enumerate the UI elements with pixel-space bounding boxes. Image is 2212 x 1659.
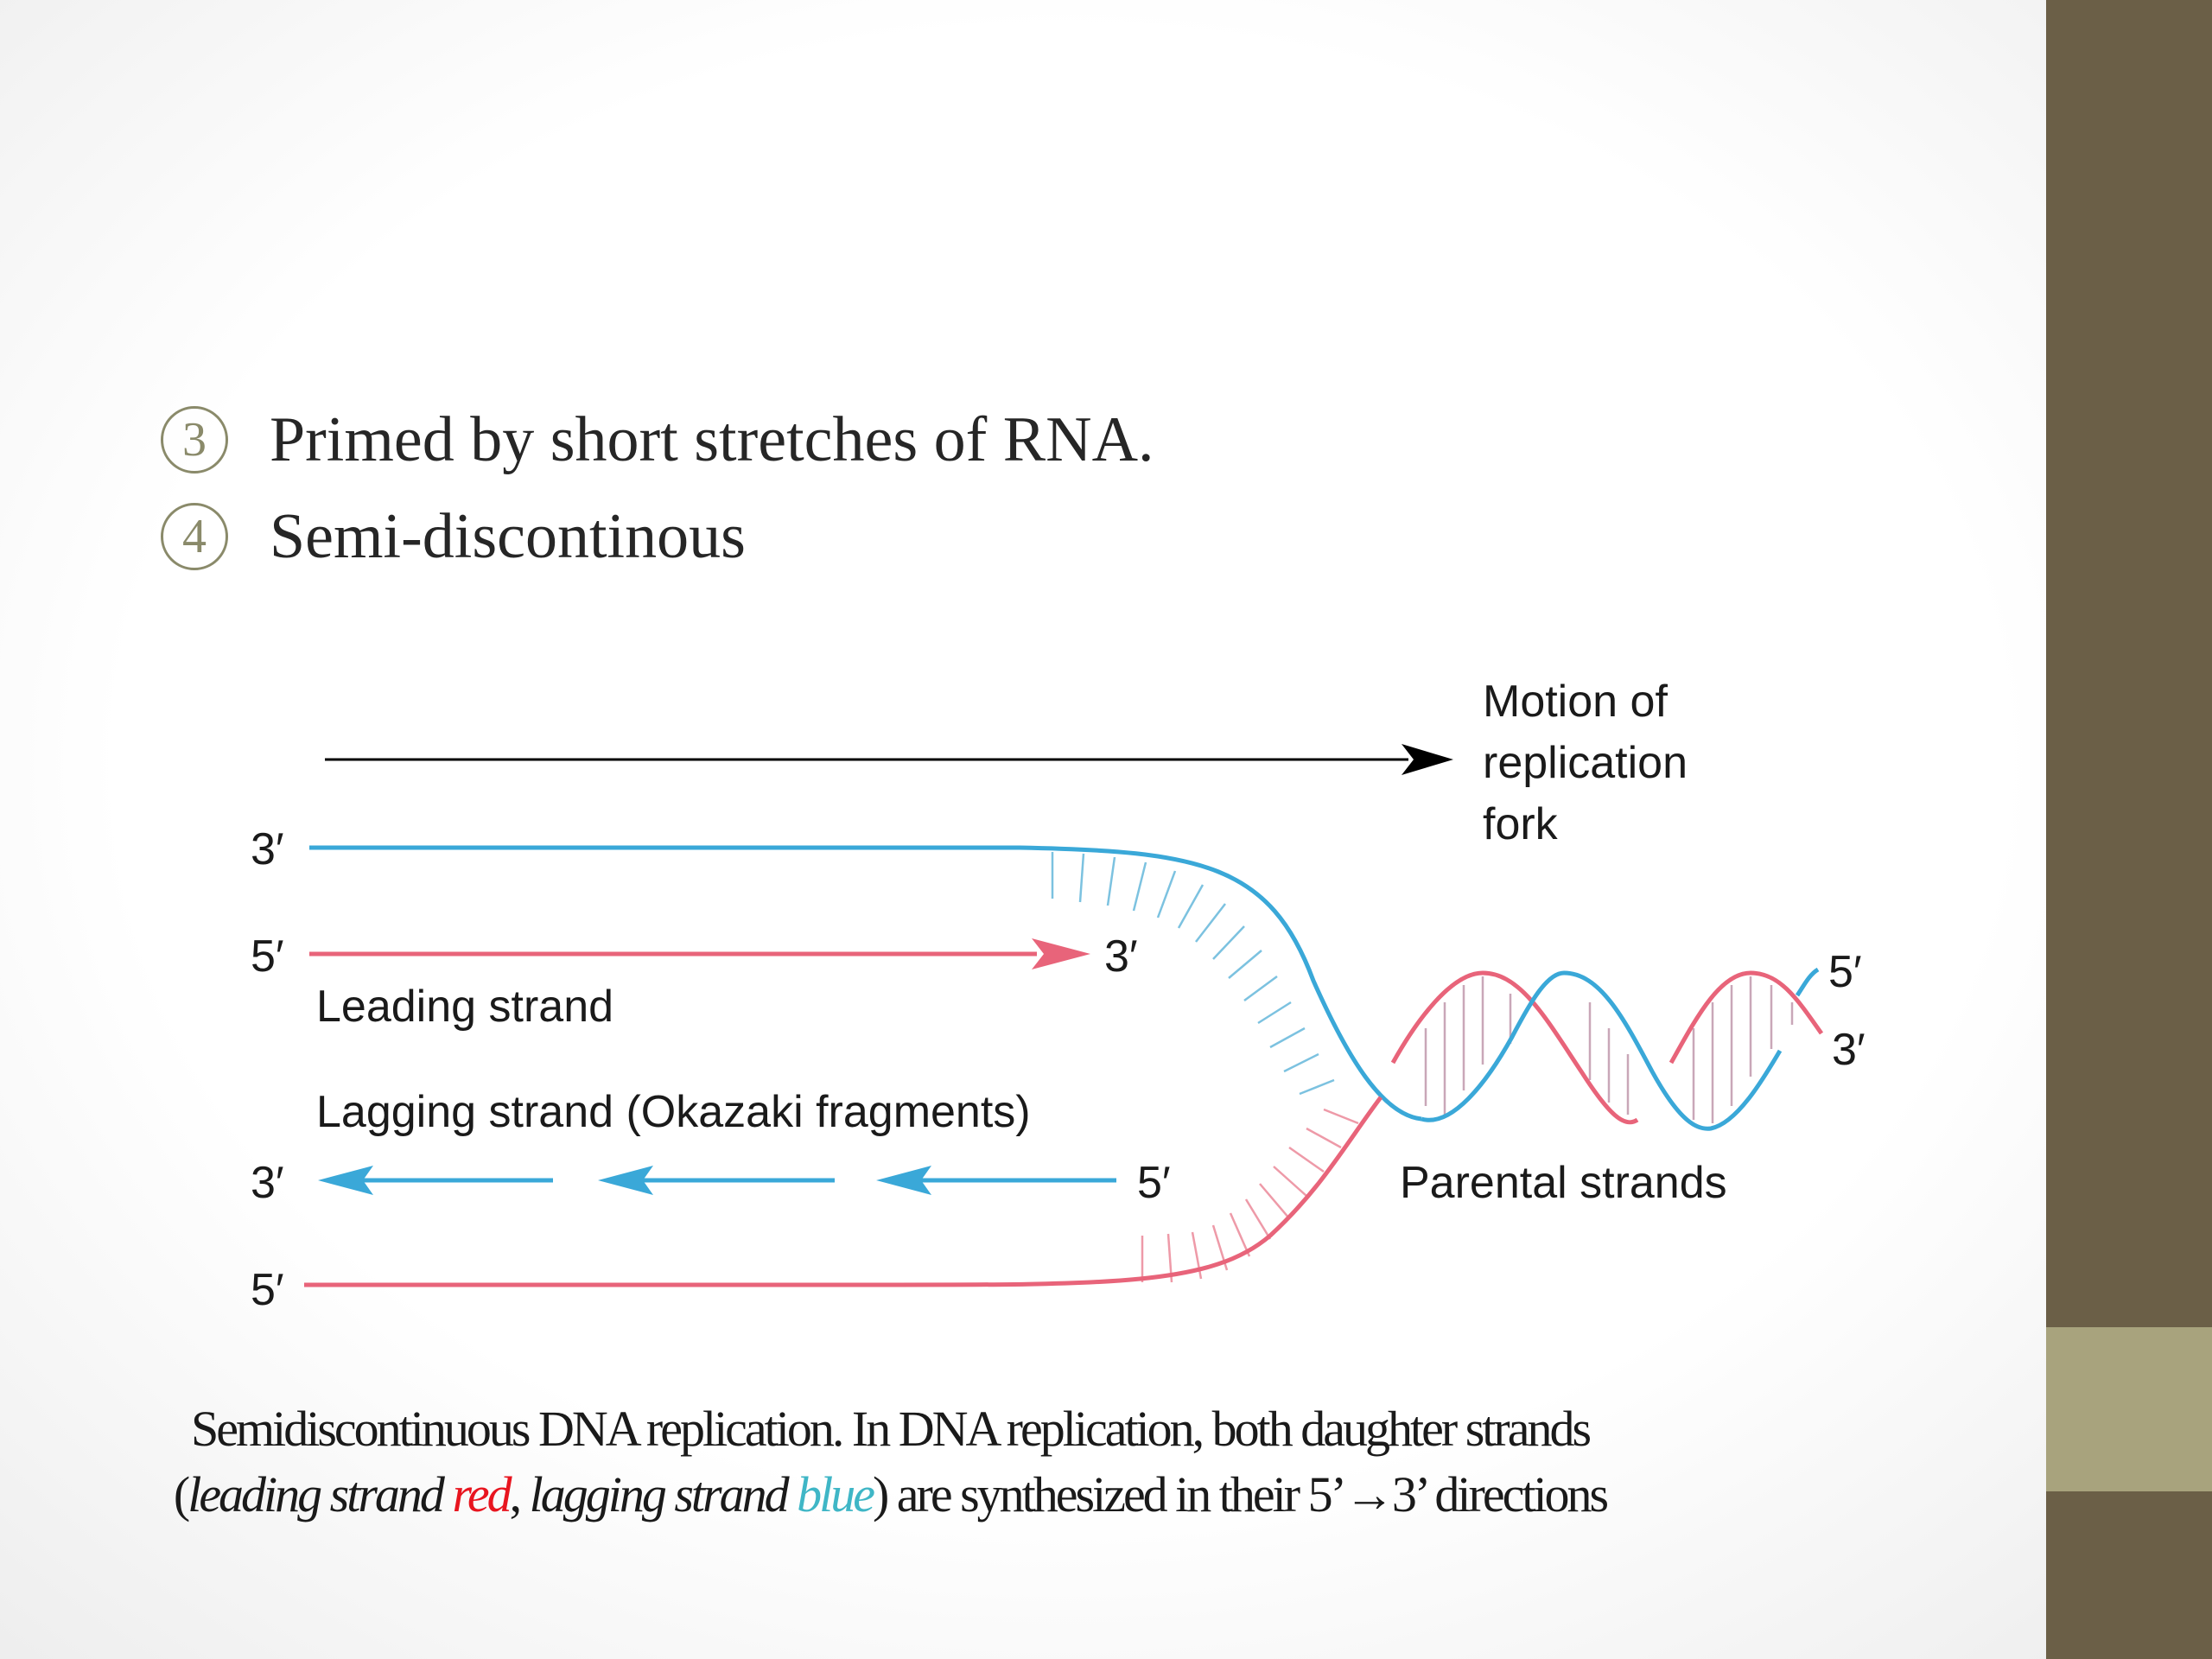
okazaki-arrowhead bbox=[318, 1166, 373, 1195]
parental-5prime-label: 5′ bbox=[1828, 947, 1862, 997]
base-pair-rung bbox=[1106, 856, 1116, 906]
lagging-template-strand bbox=[304, 1096, 1382, 1287]
lagging-3prime-label: 3′ bbox=[251, 1158, 284, 1208]
bullet-number: 3 bbox=[161, 406, 228, 474]
motion-arrow-head bbox=[1402, 744, 1453, 775]
base-pair-rung bbox=[1229, 1212, 1251, 1257]
parental-strands-label: Parental strands bbox=[1400, 1158, 1727, 1208]
motion-label-line2: replication bbox=[1483, 738, 1688, 788]
leading-template-3prime-label: 3′ bbox=[251, 824, 284, 874]
base-pair-rung bbox=[1259, 1183, 1290, 1219]
base-pair-rung bbox=[1195, 903, 1226, 943]
caption-paren: ( bbox=[173, 1466, 190, 1522]
lagging-template-5prime-label: 5′ bbox=[251, 1265, 284, 1315]
leading-5prime-label: 5′ bbox=[251, 931, 284, 982]
parental-blue-strand bbox=[1421, 970, 1783, 1131]
parental-blue-end bbox=[1795, 967, 1820, 997]
parental-base-pairs bbox=[1424, 976, 1794, 1123]
motion-label-line1: Motion of bbox=[1483, 677, 1668, 727]
motion-label-line3: fork bbox=[1483, 799, 1559, 849]
caption-red-word: red bbox=[452, 1466, 512, 1522]
base-pair-rung bbox=[1177, 884, 1205, 929]
base-pair-rung bbox=[1257, 1001, 1292, 1025]
fork-top-base-pairs bbox=[1051, 852, 1335, 1096]
caption-lagging-italic: lagging strand bbox=[529, 1466, 790, 1522]
leading-base-pairs bbox=[337, 850, 997, 950]
base-pair-rung bbox=[1156, 870, 1177, 918]
base-pair-rung bbox=[1269, 1027, 1306, 1049]
bullet-text: Primed by short stretches of RNA. bbox=[270, 404, 1154, 475]
figure-caption-line2: (leading strand red, lagging strand blue… bbox=[173, 1465, 1609, 1523]
parental-red-strand bbox=[1669, 970, 1824, 1065]
base-pair-rung bbox=[1243, 975, 1278, 1002]
figure-caption-line1: Semidiscontinuous DNA replication. In DN… bbox=[190, 1401, 1592, 1457]
base-pair-rung bbox=[1273, 1166, 1307, 1197]
caption-leading-italic: leading strand bbox=[188, 1466, 445, 1522]
base-pair-rung bbox=[1323, 1108, 1359, 1125]
okazaki-arrowhead bbox=[876, 1166, 931, 1195]
bullet-text: Semi-discontinous bbox=[270, 501, 746, 572]
base-pair-rung bbox=[1244, 1198, 1272, 1240]
parental-red-strand bbox=[1390, 970, 1639, 1125]
base-pair-rung bbox=[1288, 1146, 1325, 1173]
base-pair-rung bbox=[1132, 861, 1147, 912]
leading-strand-label: Leading strand bbox=[316, 982, 613, 1032]
base-pair-rung bbox=[1283, 1052, 1319, 1073]
caption-blue-word: blue bbox=[797, 1466, 875, 1522]
leading-template-strand bbox=[309, 845, 1422, 1122]
bullet-number: 4 bbox=[161, 503, 228, 570]
base-pair-rung bbox=[1306, 1127, 1342, 1149]
okazaki-fragments bbox=[318, 1166, 1116, 1195]
parental-3prime-label: 3′ bbox=[1832, 1025, 1866, 1075]
slide-sidebar-accent bbox=[2046, 1327, 2212, 1491]
lagging-base-pairs bbox=[378, 1183, 1108, 1282]
caption-comma: , bbox=[509, 1466, 522, 1522]
base-pair-rung bbox=[1212, 925, 1245, 960]
base-pair-rung bbox=[1078, 853, 1085, 903]
okazaki-arrowhead bbox=[598, 1166, 653, 1195]
base-pair-rung bbox=[1228, 950, 1262, 979]
leading-strand-arrowhead bbox=[1032, 938, 1090, 969]
lagging-strand-label: Lagging strand (Okazaki fragments) bbox=[316, 1087, 1031, 1137]
base-pair-rung bbox=[1299, 1078, 1335, 1096]
parental-helix bbox=[1390, 967, 1824, 1131]
fork-bottom-base-pairs bbox=[1141, 1108, 1359, 1283]
lagging-5prime-fragment-label: 5′ bbox=[1137, 1158, 1171, 1208]
caption-rest: ) are synthesized in their 5’→3’ directi… bbox=[872, 1466, 1609, 1522]
leading-3prime-end-label: 3′ bbox=[1104, 931, 1138, 982]
